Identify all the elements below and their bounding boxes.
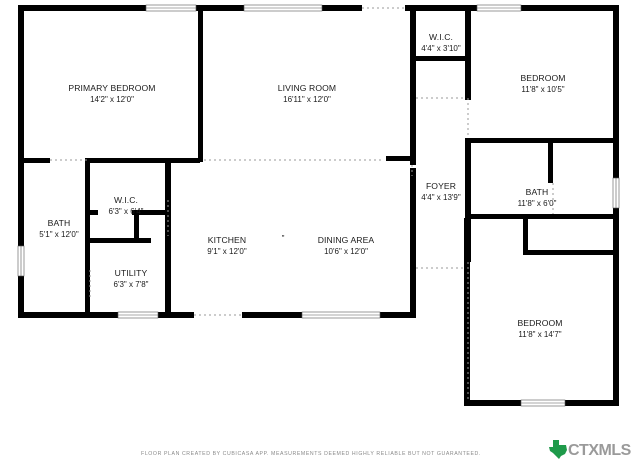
wall [198,5,203,162]
window [145,4,197,12]
room-dim-bedroom-bottom: 11'8" x 14'7" [518,330,561,339]
logo-text: CTXMLS [568,442,632,459]
wall [85,158,90,312]
window [612,177,620,209]
wall [465,138,471,262]
window [520,399,566,407]
room-dim-living-room: 16'11" x 12'0" [283,95,331,104]
room-dim-utility: 6'3" x 7'8" [114,280,149,289]
room-dim-dining-area: 10'6" x 12'0" [324,247,368,256]
disclaimer-text: FLOOR PLAN CREATED BY CUBICASA APP. MEAS… [141,451,481,457]
room-name-bath-right: BATH [526,187,549,197]
texas-state-icon [549,440,567,459]
wall [18,312,194,318]
window [17,245,25,277]
wall [465,214,619,219]
wall [613,5,619,216]
wall [410,168,416,318]
divider-mark: " [282,234,285,243]
room-name-bedroom-bottom: BEDROOM [517,318,562,328]
room-dim-wic-mid: 6'3" x 6'4" [109,207,144,216]
room-dim-foyer: 4'4" x 13'9" [421,193,461,202]
wall [410,5,416,165]
wall [523,218,528,254]
ctxmls-logo: CTXMLS [549,440,632,459]
openings [50,7,554,400]
room-name-bath-left: BATH [48,218,71,228]
wall [134,212,139,242]
room-labels: PRIMARY BEDROOM 14'2" x 12'0" LIVING ROO… [39,32,565,339]
room-name-bedroom-top: BEDROOM [520,73,565,83]
room-name-wic-mid: W.I.C. [114,195,138,205]
wall [465,5,471,100]
room-name-foyer: FOYER [426,181,456,191]
room-dim-bath-left: 5'1" x 12'0" [39,230,79,239]
window [301,311,381,319]
windows [17,4,620,407]
wall [386,156,416,161]
room-name-primary-bedroom: PRIMARY BEDROOM [68,83,155,93]
room-name-utility: UTILITY [115,268,148,278]
room-dim-bedroom-top: 11'8" x 10'5" [521,85,564,94]
room-name-living-room: LIVING ROOM [278,83,336,93]
room-dim-bath-right: 11'8" x 6'0" [518,199,557,208]
wall [416,56,471,61]
wall [548,143,553,183]
window [117,311,159,319]
room-name-kitchen: KITCHEN [208,235,246,245]
wall [132,210,166,215]
room-dim-primary-bedroom: 14'2" x 12'0" [90,95,134,104]
room-dim-kitchen: 9'1" x 12'0" [207,247,247,256]
wall [613,215,619,406]
wall [464,218,470,406]
wall [18,158,50,163]
window [476,4,522,12]
room-name-wic-top: W.I.C. [429,32,453,42]
room-dim-wic-top: 4'4" x 3'10" [421,44,461,53]
room-name-dining-area: DINING AREA [318,235,375,245]
wall [90,210,98,215]
wall [523,250,619,255]
wall [170,158,200,163]
wall [88,158,196,163]
window [243,4,323,12]
wall [465,138,619,143]
wall [85,238,151,243]
